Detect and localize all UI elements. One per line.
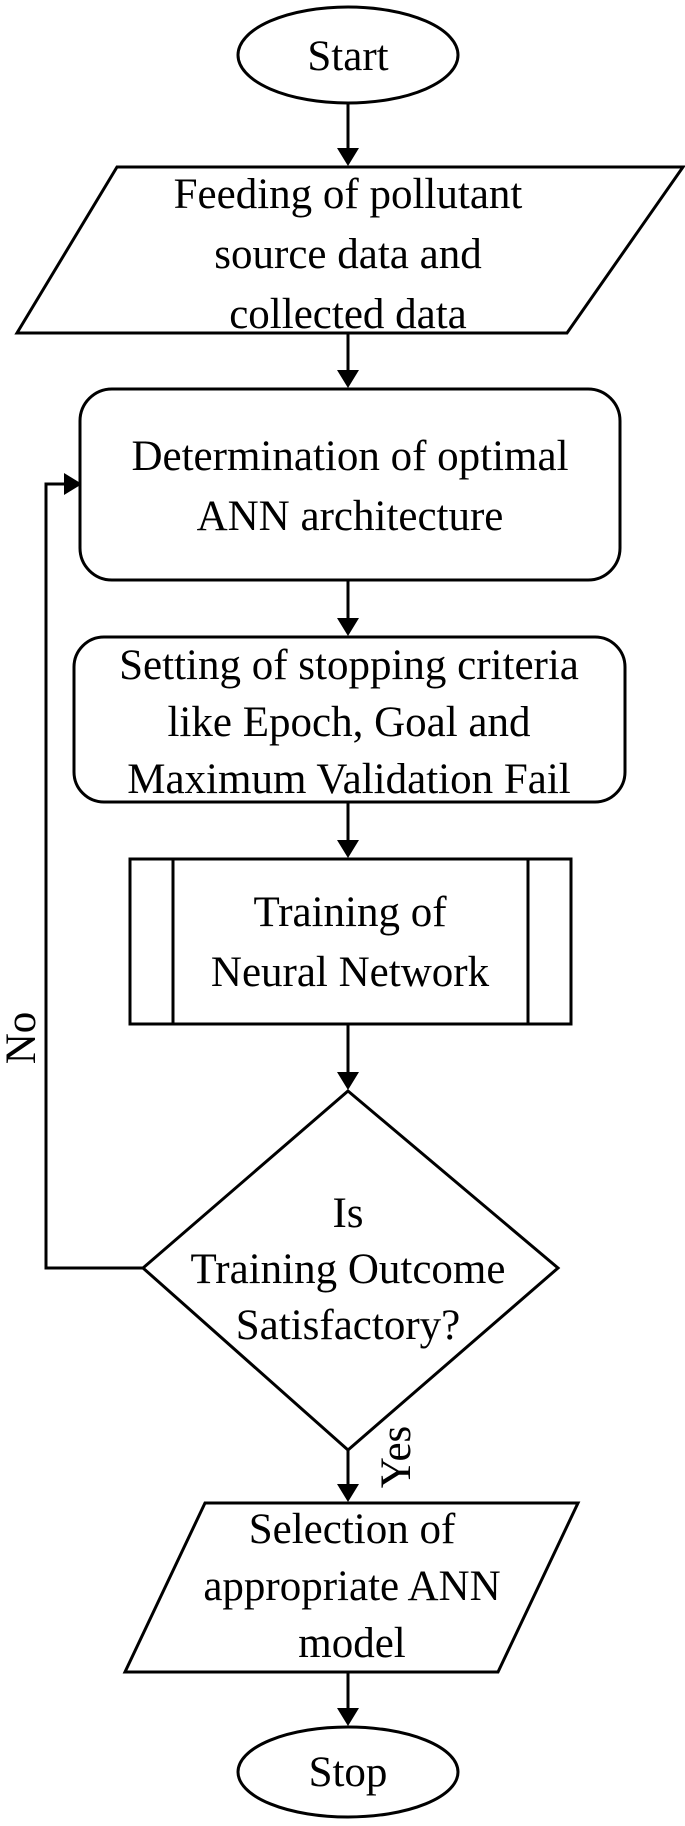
input-data-parallelogram: Feeding of pollutant source data and colle… [14,165,685,338]
arrowhead-criteria [337,618,359,636]
arrowhead-decision [337,1072,359,1090]
text-line: like Epoch, Goal and [167,699,530,746]
stop-terminal: Stop [236,1725,460,1819]
text-line: ANN architecture [197,493,504,540]
connectors [44,100,359,1726]
text-line: model [298,1620,406,1667]
stop-label: Stop [309,1749,388,1796]
arrowhead-training [337,840,359,858]
arrowhead-selection [337,1484,359,1502]
start-terminal: Start [236,5,460,105]
text-line: Neural Network [211,949,490,996]
text-line: Stop [309,1749,388,1796]
training-subprocess: Training of Neural Network [128,857,573,1026]
text-line: Training Outcome [191,1246,506,1293]
stopping-criteria-process: Setting of stopping criteria like Epoch, … [72,635,627,804]
text-line: collected data [229,291,467,338]
text-line: Setting of stopping criteria [119,642,579,689]
arrowhead-stop [337,1708,359,1726]
stopping-criteria-label: Setting of stopping criteria like Epoch, … [119,642,579,803]
arrowhead-no-loop [64,473,82,495]
text-line: source data and [214,231,481,278]
text-line: Satisfactory? [236,1302,460,1349]
arrowhead-architecture [337,370,359,388]
arrowhead-input [337,148,359,166]
training-label: Training of Neural Network [211,889,490,996]
text-line: Maximum Validation Fail [127,756,571,803]
text-line: Feeding of pollutant [174,171,523,218]
text-line: Determination of optimal [131,433,568,480]
input-data-label: Feeding of pollutant source data and colle… [174,171,523,338]
no-edge-label: No [0,1012,45,1065]
text-line: Selection of [249,1506,456,1553]
selection-label: Selection of appropriate ANN model [203,1506,500,1667]
text-line: Training of [253,889,447,936]
start-label: Start [307,33,388,80]
text-line: Start [307,33,388,80]
yes-edge-label: Yes [373,1426,420,1489]
selection-parallelogram: Selection of appropriate ANN model [122,1501,581,1674]
text-line: appropriate ANN [203,1563,500,1610]
arrow-decision-no-loop [44,482,143,1270]
text-line: Is [332,1190,363,1237]
